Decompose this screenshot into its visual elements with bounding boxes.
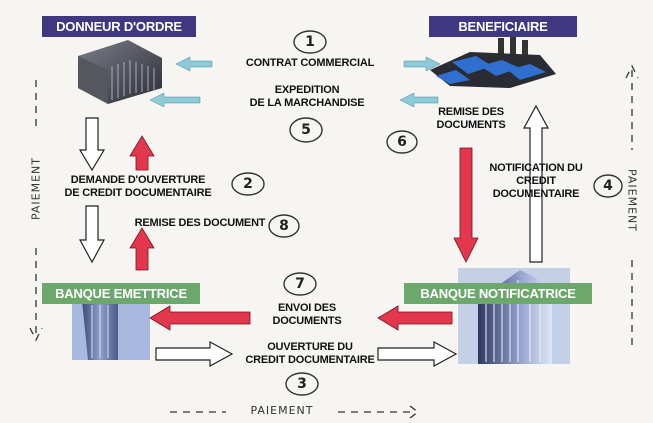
step-number-8: 8 xyxy=(279,218,289,234)
ouverture-line2: CREDIT DOCUMENTAIRE xyxy=(245,354,375,366)
notification-line1: NOTIFICATION DU xyxy=(489,162,583,174)
notification-line3: DOCUMENTAIRE xyxy=(492,188,580,200)
remise-benef-line2: DOCUMENTS xyxy=(436,119,506,131)
left-vertical-arrows xyxy=(78,117,155,271)
step-number-1: 1 xyxy=(305,34,315,50)
paiement-left: PAIEMENT xyxy=(29,156,43,221)
expedition-label-line1: EXPEDITION xyxy=(274,84,340,96)
donneur-building-icon xyxy=(78,40,162,104)
banque-notificatrice-header: BANQUE NOTIFICATRICE xyxy=(404,283,592,304)
banque-emettrice-header: BANQUE EMETTRICE xyxy=(42,283,200,304)
step-number-3: 3 xyxy=(297,376,307,392)
bottom-horizontal-arrows xyxy=(149,305,458,368)
step-number-5: 5 xyxy=(301,122,311,138)
remise-benef-line1: REMISE DES xyxy=(438,106,504,118)
paiement-lines xyxy=(29,64,639,419)
step-number-4: 4 xyxy=(603,178,613,194)
expedition-label-line2: DE LA MARCHANDISE xyxy=(249,97,365,109)
envoi-line2: DOCUMENTS xyxy=(272,315,342,327)
banque-emettrice-building-icon xyxy=(72,300,150,360)
number-circles xyxy=(231,30,623,396)
paiement-bottom: PAIEMENT xyxy=(250,404,314,417)
donneur-header: DONNEUR D'ORDRE xyxy=(42,16,196,37)
remise-donneur-label: REMISE DES DOCUMENT xyxy=(134,217,266,229)
step-number-6: 6 xyxy=(397,134,407,150)
beneficiaire-header: BENEFICIAIRE xyxy=(429,16,577,37)
envoi-line1: ENVOI DES xyxy=(277,302,337,314)
step-number-2: 2 xyxy=(243,176,253,192)
paiement-right: PAIEMENT xyxy=(625,168,639,233)
ouverture-line1: OUVERTURE DU xyxy=(267,341,353,353)
contrat-label: CONTRAT COMMERCIAL xyxy=(245,57,375,69)
step-number-7: 7 xyxy=(295,276,305,292)
demande-label-line2: DE CREDIT DOCUMENTAIRE xyxy=(64,187,212,199)
factory-icon xyxy=(430,34,556,88)
contrat-arrows xyxy=(149,56,441,108)
right-vertical-arrows xyxy=(453,104,550,263)
notification-line2: CREDIT xyxy=(516,175,556,187)
demande-label-line1: DEMANDE D'OUVERTURE xyxy=(70,174,206,186)
